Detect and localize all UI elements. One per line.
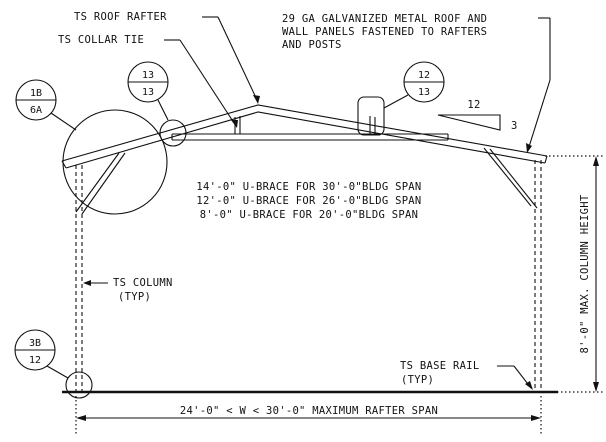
pitch-run-label: 12: [467, 99, 480, 111]
column-label-2: (TYP): [118, 291, 151, 303]
pitch-rise-label: 3: [511, 120, 518, 132]
bubble-12-13-top: 12: [418, 70, 430, 81]
height-dimension: 8'-0" MAX. COLUMN HEIGHT: [545, 155, 604, 393]
panels-line-3: AND POSTS: [282, 39, 342, 51]
bubble-13-13-top: 13: [142, 70, 154, 81]
roof-rafter-label-b: RAFTER: [127, 11, 167, 23]
roof-rafter-label-a: TS ROOF: [74, 11, 127, 23]
base-rail-label-1: TS BASE RAIL: [400, 360, 479, 372]
span-dimension-label: 24'-0" < W < 30'-0" MAXIMUM RAFTER SPAN: [180, 405, 438, 417]
callout-column: TS COLUMN (TYP): [83, 277, 173, 303]
panels-line-1: 29 GA GALVANIZED METAL ROOF AND: [282, 13, 487, 25]
span-dimension: 24'-0" < W < 30'-0" MAXIMUM RAFTER SPAN: [75, 396, 542, 436]
panels-line-2: WALL PANELS FASTENED TO RAFTERS: [282, 26, 487, 38]
svg-text:TS ROOF RAFTER: TS ROOF RAFTER: [74, 11, 167, 23]
columns: [75, 160, 542, 392]
base-rail-label-2: (TYP): [401, 374, 434, 386]
detail-circles: [62, 96, 385, 399]
bubble-1b-6a: 1B 6A: [15, 79, 77, 131]
bubble-1b-6a-bottom: 6A: [30, 105, 42, 116]
u-brace-notes: 14'-0" U-BRACE FOR 30'-0"BLDG SPAN 12'-0…: [196, 181, 421, 221]
bubble-13-13-bottom: 13: [142, 87, 154, 98]
bubble-3b-12-bottom: 12: [29, 355, 41, 366]
callout-base-rail: TS BASE RAIL (TYP): [400, 360, 533, 390]
u-brace-note-1: 14'-0" U-BRACE FOR 30'-0"BLDG SPAN: [196, 181, 421, 193]
callout-metal-panels: 29 GA GALVANIZED METAL ROOF AND WALL PAN…: [282, 13, 551, 153]
bubble-3b-12: 3B 12: [14, 329, 69, 379]
collar-posts: [234, 116, 376, 134]
bubble-12-13: 12 13: [383, 61, 445, 109]
pitch-triangle: 12 3: [437, 99, 518, 132]
collar-tie-label: TS COLLAR TIE: [58, 34, 144, 46]
knee-braces: [75, 147, 538, 215]
u-brace-note-2: 12'-0" U-BRACE FOR 26'-0"BLDG SPAN: [196, 195, 421, 207]
callout-collar-tie: TS COLLAR TIE: [58, 34, 238, 128]
collar-tie: [171, 133, 449, 141]
bubble-3b-12-top: 3B: [29, 338, 41, 349]
u-brace-note-3: 8'-0" U-BRACE FOR 20'-0"BLDG SPAN: [200, 209, 419, 221]
height-dimension-label: 8'-0" MAX. COLUMN HEIGHT: [579, 194, 591, 353]
column-label-1: TS COLUMN: [113, 277, 173, 289]
bubble-13-13: 13 13: [127, 61, 169, 121]
bubble-1b-6a-top: 1B: [30, 88, 42, 99]
bubble-12-13-bottom: 13: [418, 87, 430, 98]
callout-roof-rafter: TS ROOF RAFTER: [74, 11, 260, 104]
